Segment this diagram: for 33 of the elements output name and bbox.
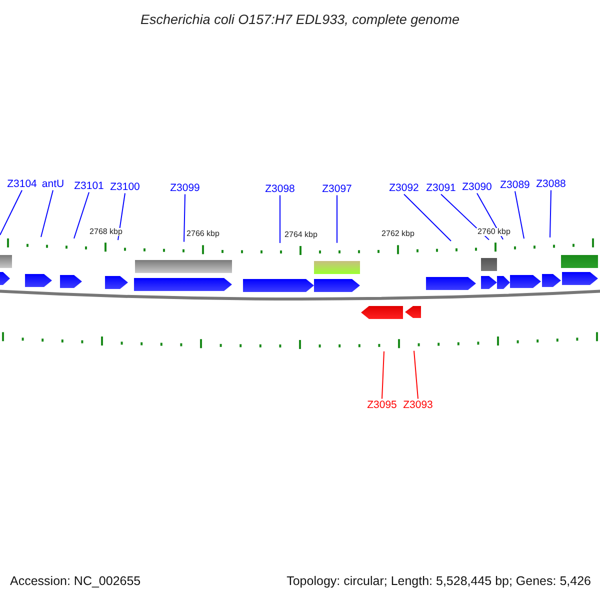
- gene-label: Z3089: [500, 180, 530, 190]
- gene-label: Z3088: [536, 178, 566, 190]
- gene-label: Z3092: [389, 182, 419, 194]
- gene-label: Z3101: [74, 180, 104, 192]
- leader-line: [382, 350, 384, 400]
- leader-line: [0, 190, 22, 236]
- scale-label: 2768 kbp: [88, 228, 124, 236]
- gene-label: Z3093: [403, 400, 433, 410]
- gene-label: Z3097: [322, 184, 352, 194]
- leader-line: [404, 194, 452, 242]
- gene-label: Z3100: [110, 182, 140, 192]
- leader-line: [40, 190, 54, 238]
- gene-label: Z3099: [170, 182, 200, 194]
- gene-label: Z3104: [7, 178, 37, 190]
- gene-label: Z3090: [462, 182, 492, 192]
- footer-text: Accession: NC_002655: [10, 575, 141, 588]
- leader-line: [336, 194, 338, 244]
- leader-line: [514, 190, 524, 240]
- scale-label: 2760 kbp: [476, 228, 512, 236]
- gene-label: Z3091: [426, 182, 456, 194]
- gene-label: Z3098: [265, 184, 295, 194]
- footer-text: Topology: circular; Length: 5,528,445 bp; Genes: 5,426: [286, 575, 591, 588]
- diagram-title: Escherichia coli O157:H7 EDL933, complete genome: [140, 12, 460, 27]
- scale-ticks: [7, 238, 594, 255]
- leader-line: [550, 190, 552, 238]
- scale-ticks: [2, 332, 598, 349]
- gene-label: Z3095: [367, 400, 397, 410]
- leader-line: [74, 192, 90, 239]
- leader-line: [184, 194, 186, 242]
- leader-line: [414, 350, 418, 400]
- scale-label: 2764 kbp: [284, 231, 318, 239]
- scale-label: 2766 kbp: [186, 230, 220, 238]
- gene-label: antU: [42, 178, 64, 190]
